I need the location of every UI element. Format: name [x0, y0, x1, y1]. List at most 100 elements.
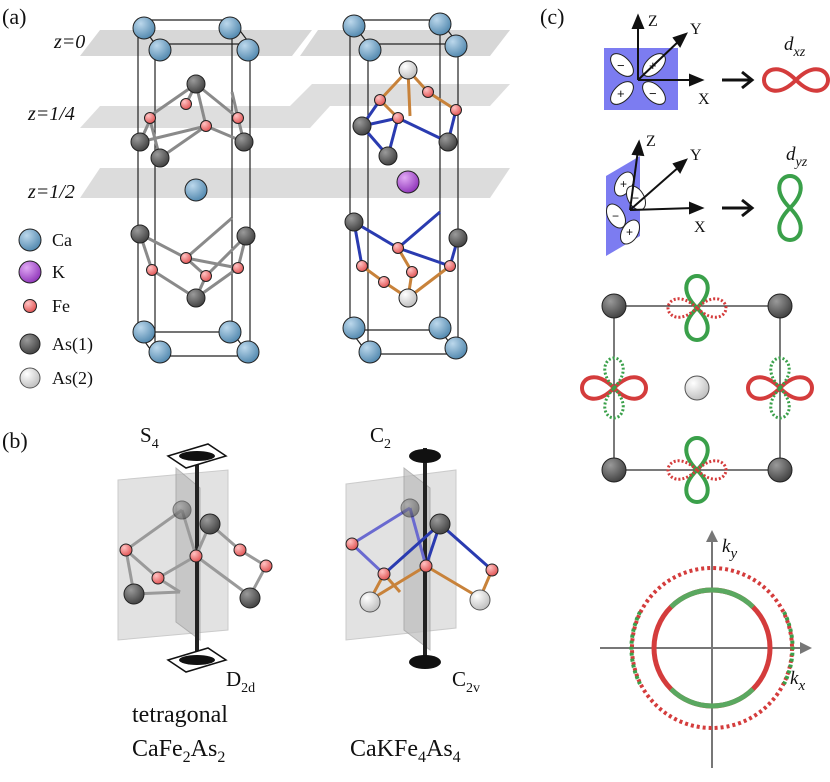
- svg-text:Z: Z: [648, 13, 658, 30]
- symmetry-left: [117, 443, 273, 673]
- ca-atom: [148, 340, 172, 364]
- z-label-14: z=1/4: [27, 103, 75, 125]
- ca-atom: [428, 316, 452, 340]
- fe-atom: [200, 270, 212, 282]
- ca-atom: [184, 178, 208, 202]
- caption-right: CaKFe4As4: [350, 736, 461, 766]
- as1-atom: [186, 74, 206, 94]
- svg-text:X: X: [694, 219, 706, 236]
- ca-atom: [444, 336, 468, 360]
- as1-atom: [150, 148, 170, 168]
- legend-fe-label: Fe: [52, 296, 70, 316]
- legend-as2-swatch: [19, 367, 41, 389]
- c2-symbol: [409, 449, 441, 463]
- svg-text:+: +: [620, 177, 627, 191]
- as1-atom: [344, 212, 364, 232]
- ca-atom: [236, 340, 260, 364]
- fe-atom: [200, 120, 212, 132]
- z-label-0: z=0: [53, 31, 85, 53]
- dyz-lobe-icon: [777, 173, 803, 243]
- fe-atom: [392, 112, 404, 124]
- z-label-12: z=1/2: [27, 181, 75, 203]
- svg-text:−: −: [632, 191, 639, 205]
- svg-text:−: −: [617, 58, 625, 73]
- svg-text:−: −: [612, 209, 619, 223]
- panel-label-a: (a): [2, 4, 26, 29]
- as2-atom: [398, 60, 418, 80]
- legend-as2-label: As(2): [52, 368, 93, 389]
- s4-label: S4: [140, 423, 159, 452]
- orbital-lattice: [579, 273, 815, 505]
- fe-atom: [144, 112, 156, 124]
- as1-atom: [236, 226, 256, 246]
- plane-z14-right: [290, 84, 510, 106]
- ca-atom: [342, 14, 366, 38]
- kx-label: kx: [790, 668, 805, 694]
- svg-text:X: X: [698, 91, 710, 108]
- c2-label: C2: [370, 423, 391, 452]
- svg-text:+: +: [626, 225, 633, 239]
- as1-atom: [438, 132, 458, 152]
- dyz-label: dyz: [786, 144, 808, 170]
- as1-atom: [130, 132, 150, 152]
- legend-as1-swatch: [19, 333, 41, 355]
- ca-atom: [218, 16, 242, 40]
- c2v-symbol: [409, 655, 441, 669]
- plane-z12: [80, 168, 510, 198]
- ky-label: ky: [722, 536, 737, 562]
- fe-atom: [392, 242, 404, 254]
- svg-text:Y: Y: [690, 147, 702, 164]
- fe-atom: [180, 252, 192, 264]
- as1-atom: [234, 132, 254, 152]
- as1-atom: [448, 228, 468, 248]
- ca-atom: [428, 12, 452, 36]
- svg-text:Z: Z: [646, 133, 656, 150]
- unit-cell-right: [348, 19, 460, 355]
- svg-text:Y: Y: [690, 21, 702, 38]
- legend: Ca K Fe As(1) As(2): [18, 228, 93, 389]
- as2-atom: [398, 288, 418, 308]
- symmetry-right: [345, 448, 499, 669]
- atoms-left: [130, 16, 260, 364]
- fe-atom: [232, 262, 244, 274]
- caption-left-line2: CaFe2As2: [132, 736, 225, 766]
- fe-atom: [406, 266, 418, 278]
- svg-text:−: −: [649, 86, 657, 101]
- dxz-label: dxz: [784, 34, 806, 60]
- k-space-diagram: [600, 530, 812, 768]
- fe-atom: [232, 112, 244, 124]
- dxz-lobe-icon: [761, 67, 830, 93]
- legend-ca-label: Ca: [52, 230, 72, 250]
- panel-label-c: (c): [540, 4, 564, 29]
- fe-atom: [180, 98, 192, 110]
- dyz-diagram: + − − + Z Y X: [606, 133, 803, 256]
- fe-atom: [422, 86, 434, 98]
- legend-as1-label: As(1): [52, 334, 93, 355]
- z-planes: [80, 30, 510, 198]
- ca-atom: [358, 38, 382, 62]
- fe-atom: [374, 94, 386, 106]
- as1-atom: [186, 288, 206, 308]
- ca-atom: [358, 340, 382, 364]
- ca-atom: [132, 320, 156, 344]
- fe-atom: [444, 260, 456, 272]
- ca-atom: [236, 38, 260, 62]
- fe-atom: [146, 264, 158, 276]
- as1-atom: [130, 224, 150, 244]
- c2v-label: C2v: [452, 667, 480, 696]
- plane-z0-right: [300, 30, 510, 56]
- fe-atom: [450, 104, 462, 116]
- as1-atom: [378, 146, 398, 166]
- ca-atom: [218, 320, 242, 344]
- as1-atom: [352, 116, 372, 136]
- legend-k-swatch: [18, 260, 42, 284]
- caption-left-line1: tetragonal: [132, 702, 228, 728]
- legend-k-label: K: [52, 262, 65, 282]
- dxz-diagram: − + + − Z Y X: [604, 13, 830, 110]
- plane-z0-left: [80, 30, 312, 56]
- d2d-label: D2d: [226, 667, 255, 696]
- ca-atom: [444, 34, 468, 58]
- panel-label-b: (b): [2, 428, 28, 453]
- ca-atom: [342, 316, 366, 340]
